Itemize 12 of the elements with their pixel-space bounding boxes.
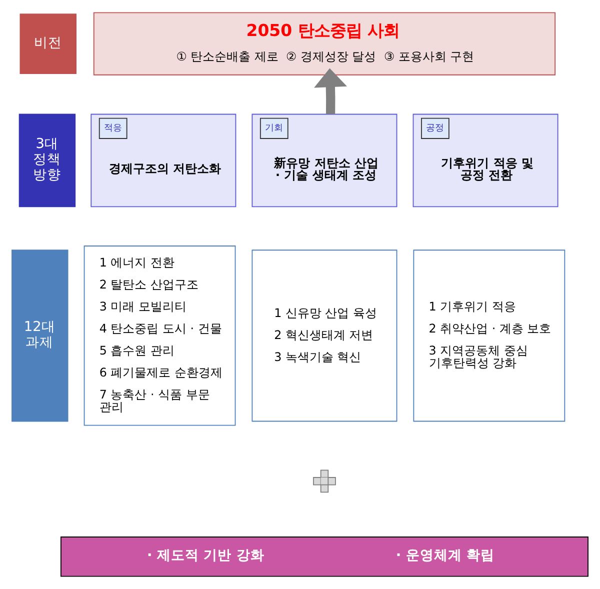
node-box: 3대 정책 방향 <box>18 114 76 208</box>
node-box: 2050 탄소중립 사회 ① 탄소순배출 제로 ② 경제성장 달성 ③ 포용사회 구현 <box>93 12 556 76</box>
arrow <box>314 68 347 114</box>
node-box: 적응 경제구조의 저탄소화 <box>90 114 236 208</box>
node-box: 12대 과제 <box>12 250 68 422</box>
node-box: · 제도적 기반 강화 · 운영체계 확립 <box>60 536 588 577</box>
node-box: 기회 新유망 저탄소 산업 · 기술 생태계 조성 <box>252 114 398 208</box>
node-box: 비전 <box>20 14 76 74</box>
node-box: 1 신유망 산업 육성 2 혁신생태계 저변 3 녹색기술 혁신 <box>252 250 398 422</box>
node-box: 1 에너지 전환 2 탈탄소 산업구조 3 미래 모빌리티 4 탄소중립 도시 · 건물 5 흡수원 관리 6 폐기물제로 순환경제 7 농축산 · 식품 부문 관리 <box>84 246 236 426</box>
node-box: 1 기후위기 적응 2 취약산업 · 계층 보호 3 지역공동체 중심 기후탄력성 강화 <box>413 250 566 422</box>
node-box: 공정 기후위기 적응 및 공정 전환 <box>412 114 558 208</box>
